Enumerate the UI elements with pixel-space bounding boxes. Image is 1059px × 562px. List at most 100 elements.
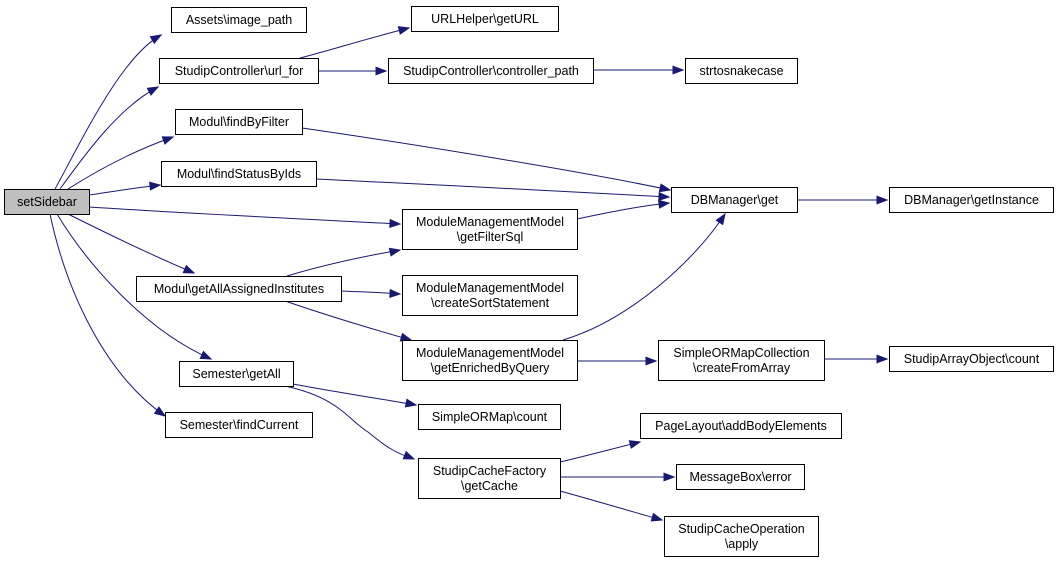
node-label: Modul\getAllAssignedInstitutes: [154, 282, 324, 296]
node-box: [175, 109, 303, 135]
node-label: \getEnrichedByQuery: [431, 361, 551, 375]
node-label: \createSortStatement: [431, 296, 550, 310]
node-simpleormap_count[interactable]: SimpleORMap\count: [418, 404, 561, 430]
node-getEnrichedByQuery[interactable]: ModuleManagementModel\getEnrichedByQuery: [402, 340, 578, 381]
arrowhead-icon: [650, 512, 664, 522]
node-label: Modul\findByFilter: [189, 115, 289, 129]
node-box: [658, 340, 825, 381]
node-getInstance[interactable]: DBManager\getInstance: [889, 187, 1054, 213]
arrowhead-icon: [404, 398, 418, 408]
node-box: [159, 58, 319, 84]
node-getURL[interactable]: URLHelper\getURL: [411, 6, 559, 32]
arrowhead-icon: [628, 440, 642, 449]
edge-line: [559, 490, 663, 521]
edge-line: [301, 127, 671, 191]
node-createFromArray[interactable]: SimpleORMapCollection\createFromArray: [658, 340, 825, 381]
node-label: \createFromArray: [693, 361, 791, 375]
node-box: [640, 413, 842, 439]
node-box: [664, 516, 819, 557]
edge-line: [49, 213, 166, 417]
node-box: [418, 404, 561, 430]
edge-getCache-to-addBodyElements: [559, 440, 642, 463]
node-dbmanager_get[interactable]: DBManager\get: [671, 187, 798, 213]
arrowhead-icon: [153, 406, 167, 417]
arrowhead-icon: [658, 183, 672, 193]
edge-setSidebar-to-semester_getAll: [56, 213, 213, 360]
arrowhead-icon: [375, 66, 388, 76]
edge-line: [559, 441, 641, 463]
node-cache_apply[interactable]: StudipCacheOperation\apply: [664, 516, 819, 557]
arrowhead-icon: [658, 191, 671, 201]
arrowhead-icon: [876, 354, 889, 364]
node-label: StudipController\url_for: [175, 64, 304, 78]
node-box: [418, 458, 561, 499]
node-url_for[interactable]: StudipController\url_for: [159, 58, 319, 84]
node-label: SimpleORMap\count: [432, 410, 548, 424]
arrowhead-icon: [876, 195, 889, 205]
node-box: [889, 346, 1054, 372]
arrowhead-icon: [715, 212, 726, 226]
edge-setSidebar-to-getAllAssignedInstitutes: [67, 213, 196, 274]
node-label: \apply: [725, 537, 759, 551]
node-label: \getFilterSql: [457, 230, 524, 244]
node-box: [889, 187, 1054, 213]
edge-line: [576, 202, 670, 220]
node-semester_getAll[interactable]: Semester\getAll: [179, 361, 294, 387]
node-strtosnakecase[interactable]: strtosnakecase: [685, 58, 798, 84]
arrowhead-icon: [182, 264, 196, 274]
arrowhead-icon: [146, 86, 160, 96]
edge-url_for-to-getURL: [299, 26, 411, 59]
node-label: Semester\getAll: [192, 367, 280, 381]
node-label: PageLayout\addBodyElements: [655, 419, 827, 433]
edge-line: [284, 385, 415, 460]
edge-line: [54, 34, 162, 190]
node-box: [179, 361, 294, 387]
node-getFilterSql[interactable]: ModuleManagementModel\getFilterSql: [402, 209, 578, 250]
arrowhead-icon: [672, 65, 685, 75]
edge-setSidebar-to-findStatusByIds: [88, 181, 162, 196]
node-arrayobject_count[interactable]: StudipArrayObject\count: [889, 346, 1054, 372]
node-label: ModuleManagementModel: [416, 346, 564, 360]
node-setSidebar[interactable]: setSidebar: [4, 189, 90, 215]
node-getCache[interactable]: StudipCacheFactory\getCache: [418, 458, 561, 499]
arrowhead-icon: [658, 199, 671, 209]
edge-dbmanager_get-to-getInstance: [797, 195, 889, 205]
arrowhead-icon: [399, 332, 413, 342]
edge-setSidebar-to-url_for: [59, 86, 160, 190]
edge-line: [292, 383, 417, 406]
node-findCurrent[interactable]: Semester\findCurrent: [165, 412, 313, 438]
node-label: DBManager\getInstance: [904, 193, 1039, 207]
node-label: Modul\findStatusByIds: [177, 167, 301, 181]
edge-line: [59, 86, 159, 190]
node-findByFilter[interactable]: Modul\findByFilter: [175, 109, 303, 135]
node-box: [402, 340, 578, 381]
arrowhead-icon: [397, 26, 411, 35]
node-assets_image_path[interactable]: Assets\image_path: [171, 7, 307, 33]
node-createSortStatement[interactable]: ModuleManagementModel\createSortStatemen…: [402, 275, 578, 316]
node-addBodyElements[interactable]: PageLayout\addBodyElements: [640, 413, 842, 439]
node-controller_path[interactable]: StudipController\controller_path: [388, 58, 594, 84]
edge-controller_path-to-strtosnakecase: [593, 65, 685, 75]
edge-getEnrichedByQuery-to-createFromArray: [577, 356, 658, 366]
arrowhead-icon: [389, 288, 402, 298]
node-label: strtosnakecase: [699, 64, 783, 78]
node-label: MessageBox\error: [689, 470, 791, 484]
edge-line: [56, 213, 212, 360]
node-box: [171, 7, 307, 33]
node-label: StudipArrayObject\count: [904, 352, 1040, 366]
node-findStatusByIds[interactable]: Modul\findStatusByIds: [161, 161, 317, 187]
node-box: [165, 412, 313, 438]
node-messagebox_error[interactable]: MessageBox\error: [676, 464, 805, 490]
node-box: [4, 189, 90, 215]
node-box: [685, 58, 798, 84]
edge-line: [562, 213, 726, 341]
node-label: ModuleManagementModel: [416, 215, 564, 229]
edge-line: [315, 178, 670, 198]
edge-line: [286, 249, 401, 277]
node-label: ModuleManagementModel: [416, 281, 564, 295]
edge-setSidebar-to-getFilterSql: [88, 206, 402, 228]
node-getAllAssignedInstitutes[interactable]: Modul\getAllAssignedInstitutes: [136, 276, 342, 302]
edge-line: [284, 300, 412, 341]
arrowhead-icon: [388, 247, 402, 257]
